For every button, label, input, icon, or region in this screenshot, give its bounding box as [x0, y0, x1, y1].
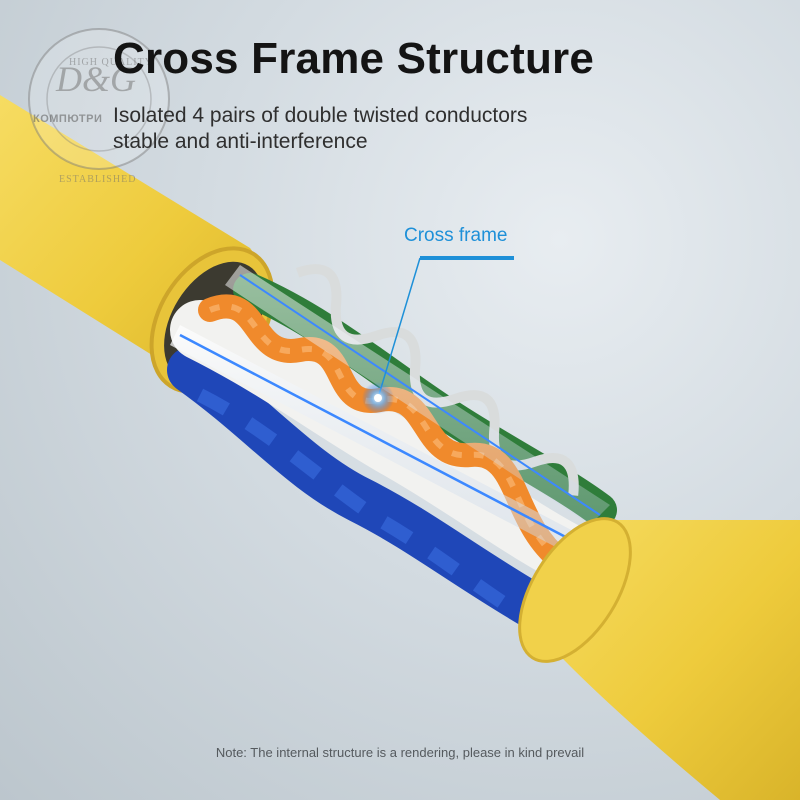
callout-label: Cross frame [404, 225, 508, 246]
seal-sub-text: КОМПЮТРИ [33, 113, 103, 125]
cable-jacket-right [518, 517, 800, 800]
watermark-seal: HIGH QUALITY ESTABLISHED [24, 24, 174, 185]
description-line-2: stable and anti-interference [113, 130, 368, 153]
cross-frame [170, 265, 610, 565]
page-title: Cross Frame Structure [113, 34, 595, 83]
footer-note: Note: The internal structure is a render… [215, 745, 585, 760]
callout-underline [420, 256, 514, 260]
seal-bottom-text: ESTABLISHED [59, 174, 137, 185]
callout-pointer [362, 257, 421, 414]
seal-main-text: D&G [56, 59, 136, 99]
seal-top-text: HIGH QUALITY [69, 57, 153, 68]
description-line-1: Isolated 4 pairs of double twisted condu… [113, 104, 528, 127]
seal-ring-icon [28, 28, 170, 170]
